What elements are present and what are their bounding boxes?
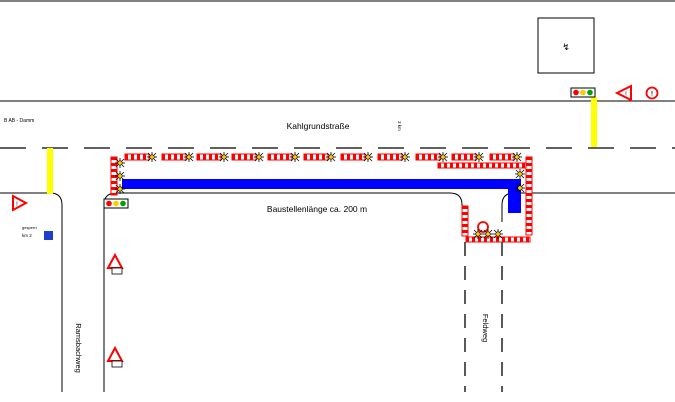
barrier-board <box>525 156 533 236</box>
road-edge-middle <box>103 192 463 392</box>
barrier-board <box>196 153 222 161</box>
street-label-right: Feldweg <box>481 314 490 342</box>
street-label-left: Ramsbachweg <box>74 323 83 373</box>
warning-lamp-icon <box>184 152 194 162</box>
left-note-label: B AB - Damm <box>4 118 34 124</box>
warning-lamp-icon <box>512 152 522 162</box>
barrier-board <box>124 153 150 161</box>
roadwork-warning-icon <box>477 221 489 233</box>
warning-lamp-icon <box>254 152 264 162</box>
warning-lamp-icon <box>473 229 483 239</box>
barrier-board <box>303 153 329 161</box>
info-sign-icon: gesperrt km 2 <box>22 225 53 240</box>
sign-small-top: gesperrt <box>22 225 38 230</box>
barrier-group <box>110 152 533 243</box>
street-label-main: Kahlgrundstraße <box>287 121 350 131</box>
barrier-board <box>465 236 531 243</box>
warning-lamp-icon <box>515 183 525 193</box>
km-marker-label: 3 km <box>397 121 402 131</box>
barrier-board <box>377 153 403 161</box>
warning-lamp-icon <box>326 152 336 162</box>
road-edge-left-corner <box>0 192 63 392</box>
barrier-board <box>451 153 477 161</box>
sign-small-bottom: km 2 <box>22 233 32 238</box>
barrier-board <box>461 205 469 237</box>
warning-lamp-icon <box>438 152 448 162</box>
warning-lamp-icon <box>115 171 125 181</box>
traffic-light-icon <box>103 198 129 209</box>
warning-lamp-icon <box>290 152 300 162</box>
warning-lamp-icon <box>115 184 125 194</box>
warning-lamp-icon <box>400 152 410 162</box>
construction-length-label: Baustellenlänge ca. 200 m <box>267 204 367 214</box>
warning-lamp-icon <box>147 152 157 162</box>
work-zone-corner <box>508 179 521 213</box>
warning-triangle-icon: ! <box>12 194 29 212</box>
barrier-board <box>267 153 293 161</box>
warning-lamp-icon <box>474 152 484 162</box>
barrier-board <box>437 162 531 169</box>
warning-lamp-icon <box>493 229 503 239</box>
roadwork-warning-icon <box>106 345 124 368</box>
barrier-board <box>231 153 257 161</box>
warning-triangle-icon: ! <box>614 84 632 102</box>
warning-lamp-icon <box>483 229 493 239</box>
svg-text:!: ! <box>625 92 627 98</box>
barrier-board <box>340 153 366 161</box>
signal-pole-left <box>47 148 53 194</box>
warning-lamp-icon <box>219 152 229 162</box>
barrier-board <box>489 153 515 161</box>
roadwork-warning-icon <box>106 252 124 275</box>
barrier-board <box>161 153 187 161</box>
warning-lamp-icon <box>115 158 125 168</box>
sign-box-glyph: ↯ <box>562 42 570 52</box>
work-zone-main <box>122 179 521 189</box>
warning-lamp-icon <box>515 169 525 179</box>
no-entry-icon: ! <box>645 86 659 100</box>
signal-pole-right <box>591 97 597 147</box>
traffic-light-icon <box>570 87 596 98</box>
sign-box <box>537 17 595 74</box>
svg-text:!: ! <box>16 202 18 208</box>
svg-text:!: ! <box>651 92 653 98</box>
barrier-board <box>415 153 441 161</box>
warning-lamp-icon <box>363 152 373 162</box>
